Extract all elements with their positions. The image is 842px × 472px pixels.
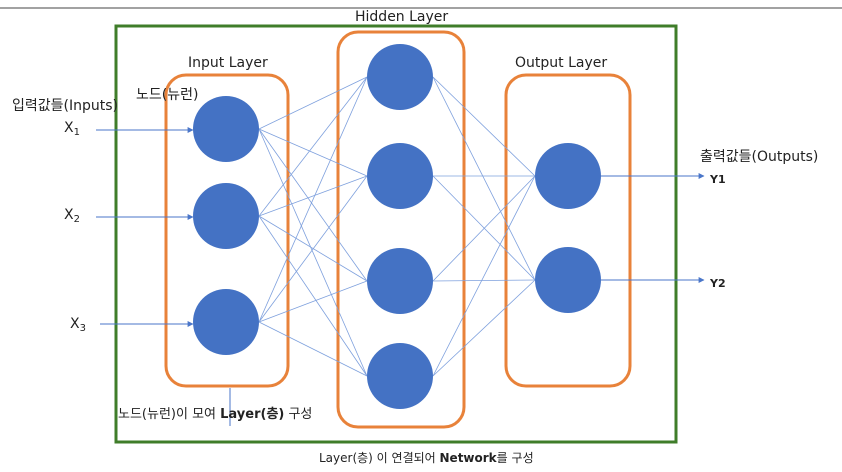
edge-hidden-output xyxy=(432,175,536,377)
edge-hidden-output xyxy=(432,76,536,177)
edge-input-hidden xyxy=(258,128,368,377)
input-x3-label: X3 xyxy=(70,316,86,334)
network-note: Layer(층) 이 연결되어 Network를 구성 xyxy=(319,451,534,465)
hidden-layer-box xyxy=(336,30,466,429)
io-arrows xyxy=(96,127,705,327)
edge-input-hidden xyxy=(258,76,368,217)
output-layer-title: Output Layer xyxy=(515,55,608,71)
edge-input-hidden xyxy=(258,76,368,323)
output-layer-box xyxy=(504,73,632,388)
input-layer-box xyxy=(164,73,290,388)
hidden-node xyxy=(367,343,433,409)
hidden-node xyxy=(367,143,433,209)
edge-input-hidden xyxy=(258,76,368,130)
outputs-label: 출력값들(Outputs) xyxy=(700,149,819,165)
edge-hidden-output xyxy=(432,279,536,377)
input-layer-title: Input Layer xyxy=(188,55,268,71)
edge-input-hidden xyxy=(258,321,368,377)
connections xyxy=(258,76,536,377)
edge-input-hidden xyxy=(258,175,368,323)
layer-note: 노드(뉴런)이 모여 Layer(층) 구성 xyxy=(118,407,313,422)
output-node xyxy=(535,143,601,209)
output-node xyxy=(535,247,601,313)
output-y2-label: Y2 xyxy=(710,277,726,290)
edge-input-hidden xyxy=(258,215,368,377)
input-x1-label: X1 xyxy=(64,120,80,138)
edge-input-hidden xyxy=(258,128,368,177)
edge-hidden-output xyxy=(432,76,536,281)
input-x2-label: X2 xyxy=(64,207,80,225)
network-boundary xyxy=(114,24,678,444)
edge-hidden-output xyxy=(432,175,536,282)
output-y1-label: Y1 xyxy=(710,173,726,186)
edge-input-hidden xyxy=(258,175,368,217)
hidden-layer-title: Hidden Layer xyxy=(355,9,449,25)
edge-hidden-output xyxy=(432,279,536,282)
hidden-node xyxy=(367,248,433,314)
inputs-label: 입력값들(Inputs) xyxy=(12,98,118,114)
nodes xyxy=(193,44,601,409)
node-neuron-label: 노드(뉴런) xyxy=(136,87,199,103)
input-node xyxy=(193,289,259,355)
edge-input-hidden xyxy=(258,280,368,323)
input-node xyxy=(193,96,259,162)
hidden-node xyxy=(367,44,433,110)
input-node xyxy=(193,183,259,249)
edge-input-hidden xyxy=(258,128,368,282)
